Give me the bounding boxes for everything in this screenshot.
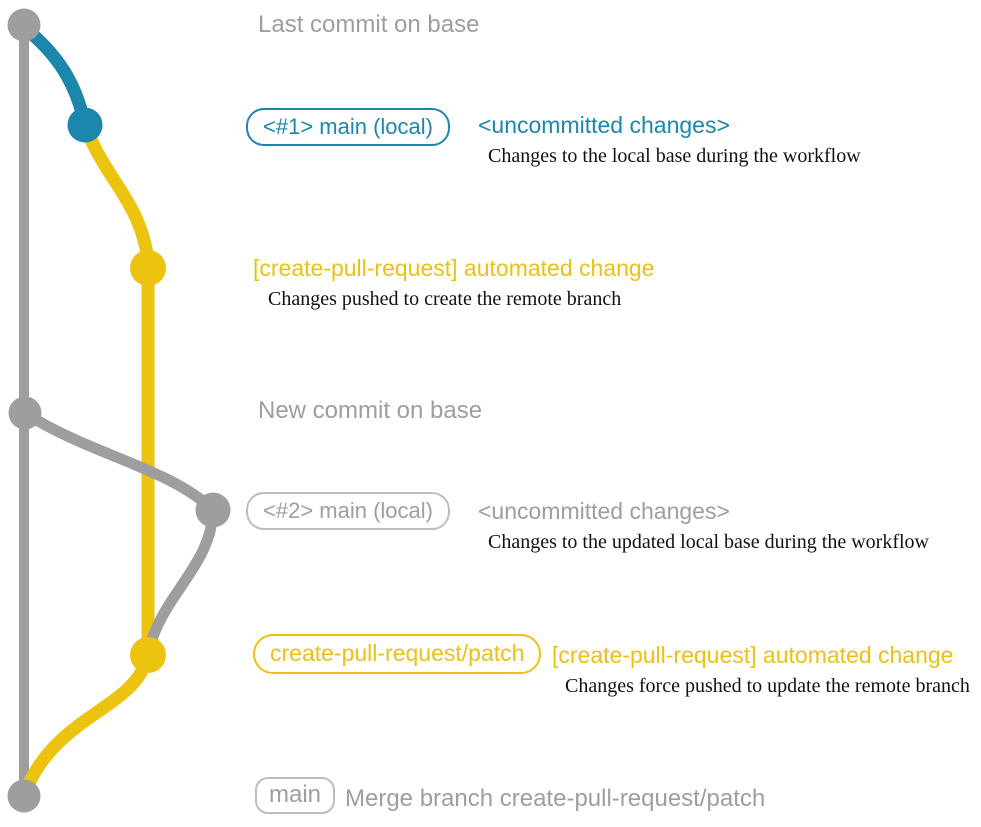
local-main-edge-2 <box>22 408 217 514</box>
automated-change-description-1: Changes pushed to create the remote bran… <box>268 288 622 310</box>
rebase-edge <box>143 509 219 652</box>
branch-label-main-local-2: <#2> main (local) <box>246 492 450 531</box>
branch-label-patch: create-pull-request/patch <box>253 634 542 674</box>
new-commit-title: New commit on base <box>258 397 483 424</box>
commit-node-main-local-1 <box>67 107 103 143</box>
uncommitted-changes-headline-2: <uncommitted changes> <box>478 498 730 524</box>
branch-label-main: main <box>255 777 336 814</box>
patch-branch-line <box>78 122 155 655</box>
patch-merge-edge <box>19 650 155 793</box>
automated-change-description-2: Changes force pushed to update the remot… <box>565 675 970 697</box>
commit-node-new-base <box>8 396 42 430</box>
automated-change-headline-1: [create-pull-request] automated change <box>253 255 655 281</box>
uncommitted-changes-headline-1: <uncommitted changes> <box>478 112 730 138</box>
branch-label-main-local-1: <#1> main (local) <box>246 108 450 147</box>
last-commit-title: Last commit on base <box>258 11 480 38</box>
commit-node-merge <box>7 779 41 813</box>
commit-node-last-base <box>7 8 41 42</box>
merge-commit-message: Merge branch create-pull-request/patch <box>345 785 766 812</box>
git-graph <box>7 8 231 813</box>
commit-node-automated-2 <box>130 637 166 673</box>
commit-node-automated-1 <box>130 250 166 286</box>
automated-change-headline-2: [create-pull-request] automated change <box>552 642 954 668</box>
commit-node-main-local-2 <box>195 492 231 528</box>
uncommitted-changes-description-2: Changes to the updated local base during… <box>488 531 929 553</box>
uncommitted-changes-description-1: Changes to the local base during the wor… <box>488 145 861 167</box>
